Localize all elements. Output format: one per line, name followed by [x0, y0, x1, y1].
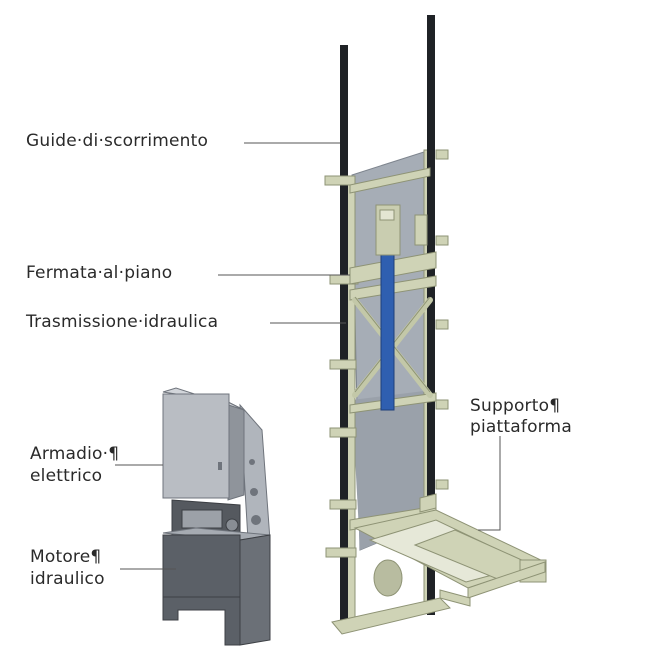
label-trasmissione-idraulica: Trasmissione·idraulica	[26, 312, 219, 332]
leader-lines	[115, 142, 501, 570]
label-armadio-line1: Armadio·¶	[30, 444, 120, 464]
label-supporto-line2: piattaforma	[470, 417, 572, 437]
cabinet-side	[227, 401, 245, 501]
label-supporto-line1: Supporto¶	[470, 396, 561, 416]
base-plate	[331, 597, 451, 635]
label-motore-line1: Motore¶	[30, 547, 102, 567]
label-armadio-line2: elettrico	[30, 466, 103, 486]
tank-legs	[162, 596, 241, 646]
hydraulic-cylinder	[380, 249, 395, 411]
tank-side	[239, 534, 271, 646]
label-guide-di-scorrimento: Guide·di·scorrimento	[26, 131, 209, 151]
platform-support	[353, 493, 547, 607]
hydraulic-tank	[162, 534, 241, 598]
pulley-block	[414, 214, 428, 246]
guide-rail-left	[340, 45, 348, 630]
label-motore-line2: idraulico	[30, 569, 105, 589]
electrical-cabinet	[162, 393, 230, 499]
cylinder-base	[373, 559, 403, 597]
guide-rail-right	[427, 15, 435, 615]
leader-supporto	[478, 436, 501, 531]
control-unit	[162, 387, 271, 646]
lift-structure	[324, 15, 547, 635]
label-fermata-al-piano: Fermata·al·piano	[26, 263, 173, 283]
